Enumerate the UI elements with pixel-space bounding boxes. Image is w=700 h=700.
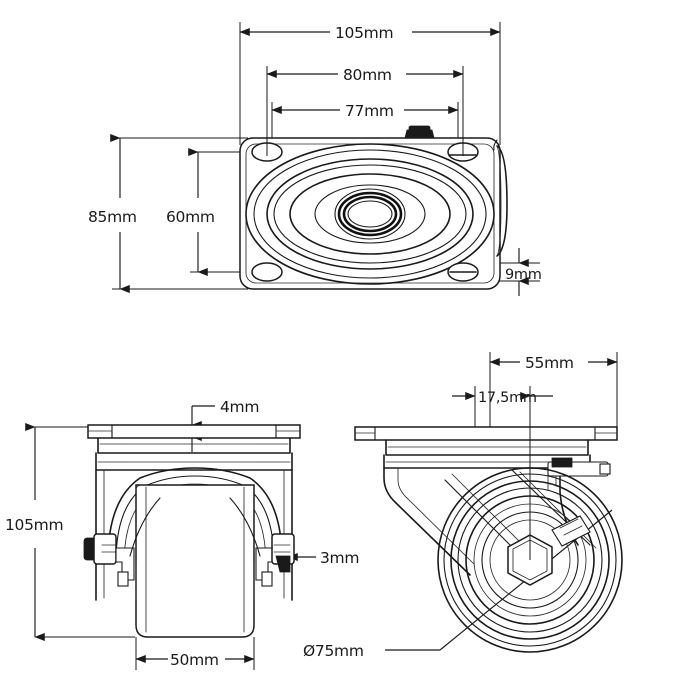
front-right-axle-bracket — [255, 533, 295, 587]
dimension-label-50mm: 50mm — [170, 651, 219, 669]
dimension-label-85mm: 85mm — [88, 208, 137, 226]
dimension-77mm-bolt-span: 77mm — [271, 102, 459, 120]
dimension-80mm-bolt-span: 80mm — [266, 66, 464, 84]
top-view: 105mm 80mm 77mm 85mm 60mm — [88, 22, 542, 296]
side-view: 55mm 17,5mm Ø75mm — [303, 352, 623, 660]
dimension-label-3mm: 3mm — [320, 549, 359, 567]
bolt-hole-bottom-left — [251, 262, 283, 282]
front-view: 4mm 105mm 50mm 3mm — [5, 398, 359, 670]
side-mounting-plate — [354, 426, 618, 441]
dimension-17-5mm-offset: 17,5mm — [452, 390, 553, 406]
front-fork-legs — [107, 467, 283, 567]
dimension-label-105mm: 105mm — [335, 24, 393, 42]
side-fork-bracket — [547, 457, 611, 487]
dimension-label-17-5mm: 17,5mm — [478, 390, 537, 406]
dimension-label-9mm: 9mm — [505, 267, 542, 283]
bolt-hole-top-right — [447, 122, 479, 162]
front-mounting-plate — [87, 424, 301, 439]
bolt-hole-top-left — [251, 122, 283, 162]
dimension-4mm-plate-thickness: 4mm — [191, 398, 259, 452]
bolt-hole-bottom-right — [447, 262, 479, 282]
dimension-label-60mm: 60mm — [166, 208, 215, 226]
dimension-85mm-height: 85mm — [88, 133, 137, 294]
dimension-label-77mm: 77mm — [345, 102, 394, 120]
dimension-50mm-wheel-width: 50mm — [135, 637, 255, 670]
dimension-55mm-depth: 55mm — [489, 354, 618, 372]
side-brake-pad — [551, 515, 591, 547]
swivel-raceway-rings — [245, 143, 495, 285]
dimension-105mm-width: 105mm — [239, 24, 501, 42]
dimension-label-80mm: 80mm — [343, 66, 392, 84]
front-wheel-profile — [135, 484, 255, 638]
dimension-9mm-edge: 9mm — [505, 248, 542, 296]
dimension-60mm-height: 60mm — [166, 147, 215, 277]
dimension-label-4mm: 4mm — [220, 398, 259, 416]
front-brake-arms — [129, 497, 261, 601]
dimension-label-diameter-75mm: Ø75mm — [303, 642, 364, 660]
plate-top-tab — [404, 125, 435, 139]
king-pin-hub — [334, 188, 406, 240]
dimension-label-55mm: 55mm — [525, 354, 574, 372]
dimension-label-105mm-front: 105mm — [5, 516, 63, 534]
dimension-105mm-front-height: 105mm — [5, 422, 135, 642]
brake-lever-profile — [493, 139, 508, 257]
